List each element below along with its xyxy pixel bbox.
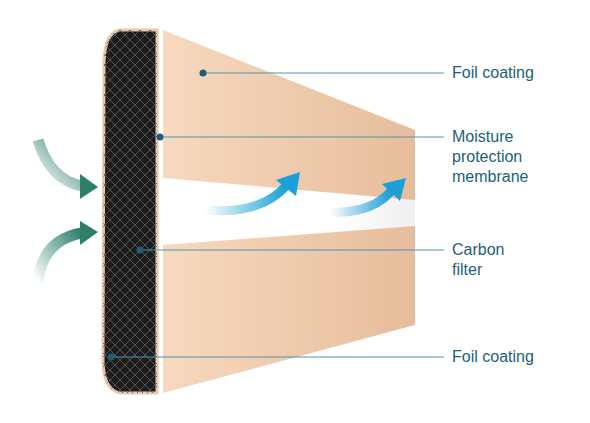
- airflow-arrowhead: [382, 178, 406, 201]
- part-label: Moisture protection membrane: [452, 127, 562, 187]
- leader-dots: [108, 70, 207, 361]
- foil-body: [163, 30, 415, 393]
- inflow-arrowhead: [80, 174, 98, 199]
- airflow-arrow: [205, 186, 286, 211]
- carbon-texture: [103, 30, 157, 393]
- airflow-arrow: [330, 190, 392, 212]
- inflow-arrow: [38, 140, 82, 186]
- airflow-arrowhead: [276, 172, 300, 196]
- carbon-panel: [103, 30, 157, 393]
- inflow-arrowhead: [80, 221, 98, 245]
- inflow-arrow: [38, 233, 82, 282]
- part-label: Carbon filter: [452, 240, 512, 280]
- part-label: Foil coating: [452, 347, 534, 367]
- part-label: Foil coating: [452, 63, 534, 83]
- leader-lines: [111, 73, 444, 357]
